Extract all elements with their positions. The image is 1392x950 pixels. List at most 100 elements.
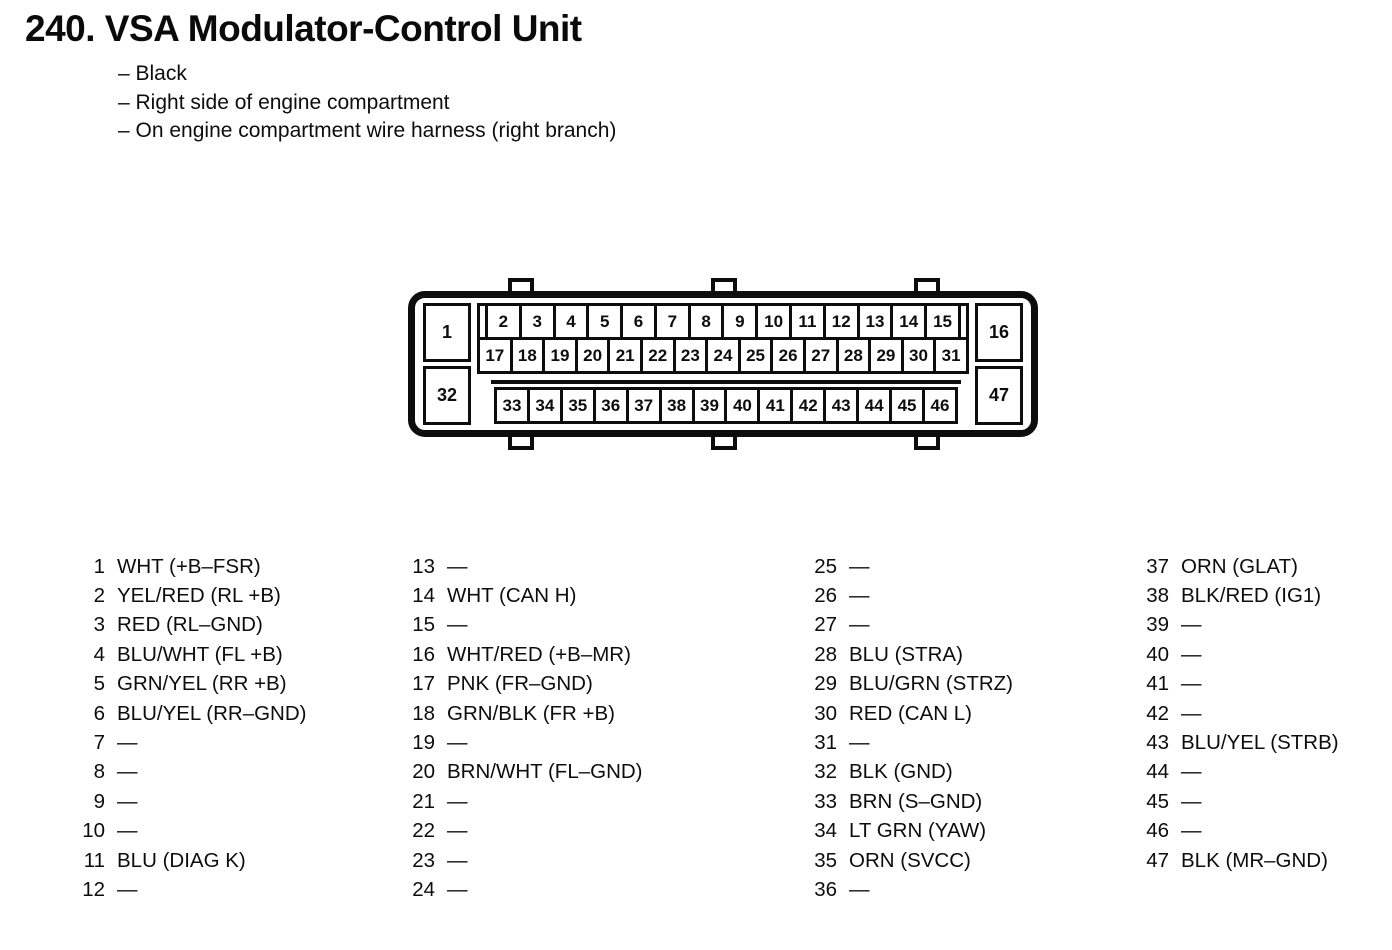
pin-label: — [447, 731, 468, 755]
pin-label: BLU (DIAG K) [117, 848, 246, 872]
pin-list-item: 42— [1133, 699, 1339, 728]
connector-pin-cell-28: 28 [835, 337, 872, 374]
connector-pin-cell-15: 15 [924, 303, 961, 340]
pin-list-item: 31 — [801, 728, 1013, 757]
pin-number: 26 [814, 584, 837, 608]
pin-list-item: 46— [1133, 817, 1339, 846]
pin-number: 9 [93, 789, 105, 813]
pin-label: BRN (S–GND) [849, 789, 983, 813]
pin-label: — [117, 731, 138, 755]
blank-cell [957, 303, 969, 340]
pin-number: 35 [814, 848, 837, 872]
pin-number: 40 [1146, 642, 1169, 666]
pin-list-item: 7— [69, 728, 306, 757]
pin-number: 36 [814, 877, 837, 901]
connector-pin-cell-24: 24 [705, 337, 741, 374]
connector-pin-cell-4: 4 [552, 303, 590, 340]
connector-left-column: 1 32 [423, 303, 471, 425]
pin-list-item: 21— [399, 787, 643, 816]
pin-label: BLK/RED (IG1) [1181, 584, 1322, 608]
pin-list-item: 41— [1133, 670, 1339, 699]
pin-number: 19 [412, 731, 435, 755]
pin-label: GRN/BLK (FR +B) [447, 701, 616, 725]
connector-pin-cell-3: 3 [518, 303, 556, 340]
connector-pin-cell-34: 34 [526, 387, 563, 424]
pin-number: 45 [1146, 789, 1169, 813]
pin-number: 25 [814, 554, 837, 578]
pin-list-item: 35 ORN (SVCC) [801, 846, 1013, 875]
connector-pin-cell-27: 27 [802, 337, 839, 374]
pin-number: 29 [814, 672, 837, 696]
pin-label: — [1181, 701, 1202, 725]
pin-label: — [447, 819, 468, 843]
connector-pin-cell-22: 22 [639, 337, 676, 374]
connector-pin-cell-21: 21 [607, 337, 643, 374]
pin-label: — [849, 877, 870, 901]
connector-pin-cell-39: 39 [691, 387, 728, 424]
section-title: 240. VSA Modulator-Control Unit [25, 8, 582, 49]
pin-label: ORN (SVCC) [849, 848, 971, 872]
connector-right-column: 16 47 [975, 303, 1023, 425]
connector-pin-cell-13: 13 [856, 303, 894, 340]
pin-number: 24 [412, 877, 435, 901]
pin-label: LT GRN (YAW) [849, 819, 987, 843]
note-location: – Right side of engine compartment [118, 90, 450, 114]
pin-list-item: 22 — [399, 817, 643, 846]
pin-label: — [447, 613, 468, 637]
connector-pin-cell-33: 33 [494, 387, 530, 424]
pin-number: 39 [1146, 613, 1169, 637]
pin-number: 20 [412, 760, 435, 784]
connector-pin-cell-35: 35 [559, 387, 596, 424]
pin-label: — [117, 760, 138, 784]
pin-label: — [447, 554, 468, 578]
pin-number: 17 [412, 672, 435, 696]
connector-pin-cell-8: 8 [687, 303, 725, 340]
pin-number: 41 [1146, 672, 1169, 696]
pin-label: — [849, 731, 870, 755]
pin-number: 22 [412, 819, 435, 843]
pin-label: — [447, 789, 468, 813]
pin-label: — [849, 554, 870, 578]
connector-pin-cell-25: 25 [737, 337, 774, 374]
pin-number: 1 [93, 554, 105, 578]
pin-label: BLK (GND) [849, 760, 953, 784]
pin-number: 2 [93, 584, 105, 608]
pin-number: 31 [814, 731, 837, 755]
connector-pin-cell-41: 41 [757, 387, 794, 424]
connector-pin-cell-10: 10 [755, 303, 793, 340]
connector-pin-cell-43: 43 [823, 387, 860, 424]
pin-list-item: 26— [801, 581, 1013, 610]
pin-label: RED (CAN L) [849, 701, 973, 725]
note-color: – Black [118, 62, 187, 85]
pin-label: BLU/YEL (STRB) [1181, 731, 1339, 755]
connector-pin-cell-19: 19 [542, 337, 578, 374]
connector-pin-cell-47: 47 [975, 366, 1023, 425]
pin-list-item: 23— [399, 846, 643, 875]
pin-number: 5 [93, 672, 105, 696]
connector-pin-cell-31: 31 [933, 337, 969, 374]
pin-label: — [447, 848, 468, 872]
pin-number: 38 [1146, 584, 1169, 608]
connector-pin-cell-46: 46 [921, 387, 958, 424]
connector-pin-cell-16: 16 [975, 303, 1023, 362]
connector-pin-cell-14: 14 [890, 303, 928, 340]
pin-number: 28 [814, 642, 837, 666]
pin-number: 37 [1146, 554, 1169, 578]
